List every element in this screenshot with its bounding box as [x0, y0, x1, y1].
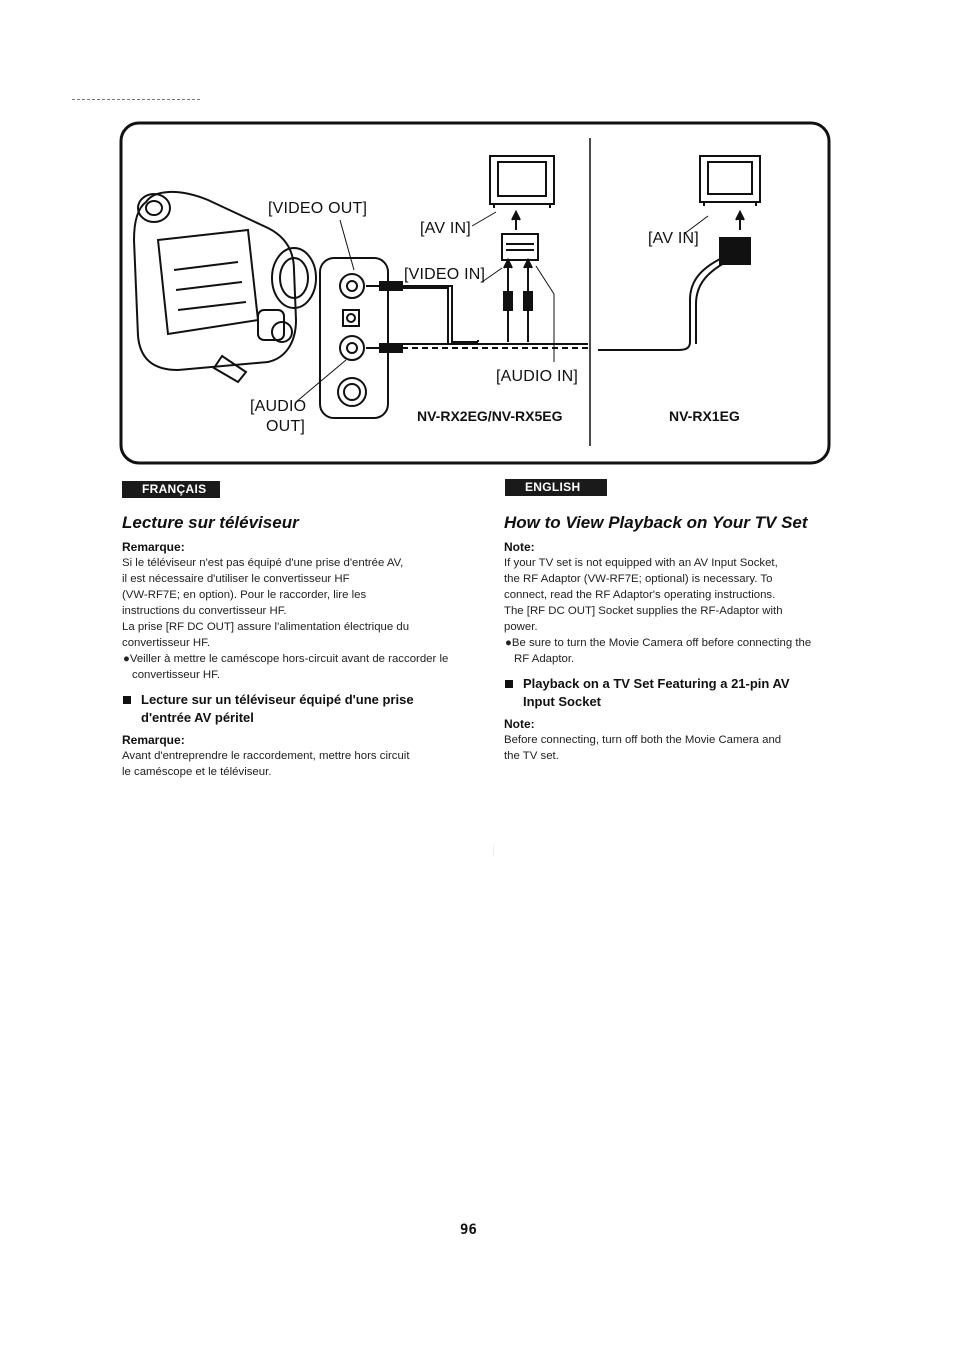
diagram-frame: [119, 121, 831, 465]
av-in-label-right: [AV IN]: [648, 230, 699, 247]
english-note-line: The [RF DC OUT] Socket supplies the RF-A…: [504, 605, 783, 617]
french-column: Lecture sur téléviseur Remarque: Si le t…: [122, 512, 452, 780]
model-label-left: NV-RX2EG/NV-RX5EG: [417, 408, 563, 424]
english-subheading-text: Playback on a TV Set Featuring a 21-pin …: [523, 676, 790, 709]
audio-in-label: [AUDIO IN]: [496, 368, 579, 385]
camcorder-illustration: [132, 190, 317, 384]
model-label-right: NV-RX1EG: [669, 408, 740, 424]
top-rule: [72, 99, 200, 100]
french-note-heading: Remarque:: [122, 540, 185, 554]
scart-adapter-left: [501, 233, 539, 342]
french-note-line: instructions du convertisseur HF.: [122, 605, 287, 617]
bullet-square-icon: [505, 680, 513, 688]
french-title: Lecture sur téléviseur: [122, 513, 299, 532]
english-column: How to View Playback on Your TV Set Note…: [504, 512, 824, 764]
french-note2-heading: Remarque:: [122, 733, 185, 747]
connection-diagram: [VIDEO OUT] [AV IN] [VIDEO IN] [AUDIO IN…: [118, 120, 832, 466]
english-note-heading: Note:: [504, 540, 535, 554]
french-note2-line: Avant d'entreprendre le raccordement, me…: [122, 750, 410, 762]
faint-mark: [493, 845, 494, 857]
lang-tag-english: ENGLISH: [505, 479, 607, 496]
av-in-label-left: [AV IN]: [420, 220, 471, 237]
french-note-line: Si le téléviseur n'est pas équipé d'une …: [122, 557, 404, 569]
video-in-label: [VIDEO IN]: [404, 266, 486, 283]
english-note-line: If your TV set is not equipped with an A…: [504, 557, 778, 569]
french-subheading-text: Lecture sur un téléviseur équipé d'une p…: [141, 692, 414, 725]
french-note-line: La prise [RF DC OUT] assure l'alimentati…: [122, 621, 410, 633]
bullet-square-icon: [123, 696, 131, 704]
scart-plug-right: [598, 237, 751, 351]
jack-panel: [319, 257, 389, 419]
video-out-label: [VIDEO OUT]: [268, 200, 368, 217]
english-note-line: the RF Adaptor (VW-RF7E; optional) is ne…: [504, 573, 773, 585]
english-note2-line: Before connecting, turn off both the Mov…: [504, 734, 782, 746]
french-subheading: Lecture sur un téléviseur équipé d'une p…: [122, 691, 452, 727]
french-note-line: il est nécessaire d'utiliser le converti…: [122, 573, 350, 585]
audio-out-label-line1: [AUDIO: [250, 398, 307, 415]
english-subheading: Playback on a TV Set Featuring a 21-pin …: [504, 675, 824, 711]
lang-tag-french: FRANÇAIS: [122, 481, 220, 498]
french-note-line: convertisseur HF.: [122, 637, 210, 649]
tv-left: [489, 155, 555, 230]
english-bullet: ●Be sure to turn the Movie Camera off be…: [505, 637, 812, 665]
french-note-line: (VW-RF7E; en option). Pour le raccorder,…: [122, 589, 367, 601]
diagram-artwork: [119, 121, 831, 465]
french-note2-line: le caméscope et le téléviseur.: [122, 766, 272, 778]
english-note-line: connect, read the RF Adaptor's operating…: [504, 589, 776, 601]
cables: [366, 281, 588, 353]
english-note2-heading: Note:: [504, 717, 535, 731]
english-note2-line: the TV set.: [504, 750, 559, 762]
page-number: 96: [460, 1222, 477, 1238]
audio-out-label-line2: OUT]: [266, 418, 306, 435]
french-bullet: ●Veiller à mettre le caméscope hors-circ…: [123, 653, 449, 681]
english-title: How to View Playback on Your TV Set: [504, 513, 808, 532]
tv-right: [699, 155, 761, 230]
english-note-line: power.: [504, 621, 538, 633]
